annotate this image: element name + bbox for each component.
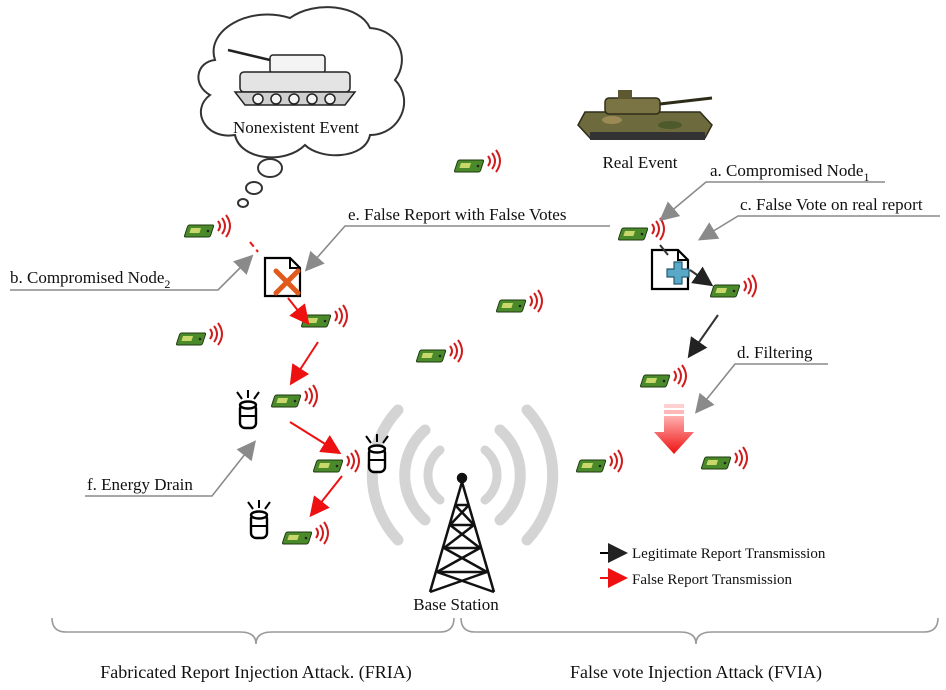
fria-caption: Fabricated Report Injection Attack. (FRI… (100, 662, 411, 683)
callout-compromised-node2: b. Compromised Node2 (10, 268, 170, 291)
tank-sketch-icon (227, 48, 357, 106)
nonexistent-event-label: Nonexistent Event (233, 118, 359, 137)
battery-drain-icon (246, 498, 272, 540)
sensor-node-icon (575, 449, 623, 473)
sensor-node-icon (709, 274, 757, 298)
legend: Legitimate Report Transmission False Rep… (600, 543, 826, 588)
sensor-node-icon (495, 289, 543, 313)
sensor-node-icon (453, 149, 501, 173)
sensor-node-icon (183, 214, 231, 238)
callout-false-vote: c. False Vote on real report (740, 195, 923, 214)
callout-filtering: d. Filtering (737, 343, 813, 362)
sensor-node-icon (700, 446, 748, 470)
sensor-node-icon (617, 217, 665, 241)
battery-drain-icon (364, 432, 390, 474)
sensor-node-icon (312, 449, 360, 473)
base-station-label: Base Station (413, 595, 499, 614)
radio-waves-icon (366, 404, 559, 546)
fvia-caption: False vote Injection Attack (FVIA) (570, 662, 822, 683)
sensor-node-icon (270, 384, 318, 408)
sensor-node-icon (175, 322, 223, 346)
legend-false-label: False Report Transmission (632, 572, 793, 588)
callout-compromised-node1: a. Compromised Node1 (710, 161, 869, 184)
sensor-node-icon (415, 339, 463, 363)
callout-energy-drain: f. Energy Drain (87, 475, 193, 494)
thought-cloud (197, 6, 406, 208)
callout-leaders (10, 181, 940, 497)
battery-drain-icon (235, 388, 261, 430)
callout-false-report: e. False Report with False Votes (348, 205, 566, 224)
legend-legitimate-label: Legitimate Report Transmission (632, 546, 826, 562)
section-braces (51, 617, 939, 645)
sensor-node-icon (281, 521, 329, 545)
sensor-node-icon (639, 364, 687, 388)
filtering-arrow-icon (654, 404, 694, 454)
legitimate-report-arrows (659, 244, 719, 359)
false-report-document-icon (263, 256, 302, 298)
real-tank-icon (577, 90, 713, 140)
false-report-arrows (249, 241, 343, 518)
false-vote-document-icon (650, 248, 690, 291)
base-station-tower-icon (428, 472, 496, 594)
real-event-label: Real Event (602, 153, 677, 172)
sensor-node-icon (300, 304, 348, 328)
